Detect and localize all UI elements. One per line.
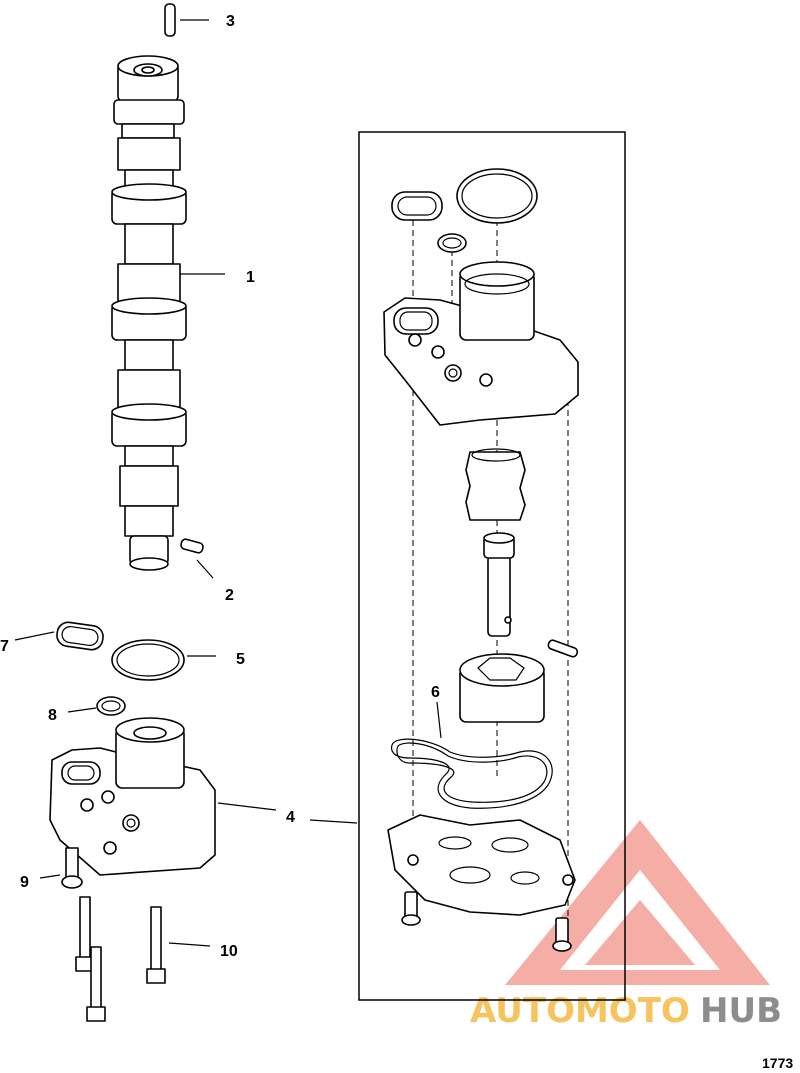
callout-labels: 3 1 2 7 5 8 6 4 9 10: [0, 13, 440, 960]
exploded-bolts: [401, 891, 572, 952]
watermark-text-secondary: HUB: [700, 991, 782, 1031]
exploded-o-ring: [456, 168, 538, 224]
o-ring-part-5: [111, 639, 185, 681]
oval-seal-part-7: [56, 621, 104, 651]
exploded-gasket: [390, 738, 553, 809]
callout-9: 9: [20, 874, 29, 891]
callout-5: 5: [236, 651, 245, 668]
exploded-drive-shaft: [483, 532, 515, 637]
exploded-small-o-ring: [437, 233, 467, 253]
exploded-oval-seal: [391, 191, 443, 221]
exploded-view-frame: [358, 131, 626, 1001]
callout-4: 4: [286, 809, 295, 826]
bolt-part-9: [61, 847, 83, 889]
callout-7: 7: [0, 638, 9, 655]
pin-part-2: [180, 538, 204, 554]
exploded-cover-plate: [387, 814, 576, 916]
callout-2: 2: [225, 587, 234, 604]
leader-lines: [14, 19, 442, 947]
watermark-logo: AUTOMOTO HUB: [470, 820, 782, 1031]
watermark-text-primary: AUTOMOTO: [470, 991, 690, 1031]
exploded-pin: [547, 639, 579, 658]
callout-3: 3: [226, 13, 235, 30]
dowel-pin-part-3: [164, 3, 176, 37]
figure-number: 1773: [762, 1055, 793, 1071]
camshaft-part-1: [111, 55, 187, 571]
callout-1: 1: [246, 269, 255, 286]
callout-6: 6: [431, 684, 440, 701]
callout-8: 8: [48, 707, 57, 724]
oil-pump-assembly-part-4: [49, 717, 216, 876]
small-o-ring-part-8: [96, 696, 126, 716]
callout-10: 10: [220, 943, 238, 960]
exploded-outer-rotor: [459, 653, 545, 723]
bolts-part-10: [75, 896, 166, 1022]
exploded-inner-rotor: [465, 448, 526, 521]
exploded-pump-housing: [383, 261, 579, 426]
